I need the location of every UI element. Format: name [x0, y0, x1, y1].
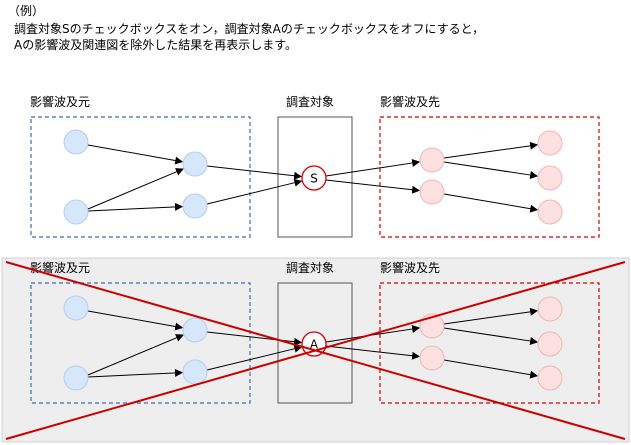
dest-end-node	[537, 365, 563, 391]
example-label: （例）	[8, 4, 45, 18]
edge-src2-mid1	[87, 334, 184, 376]
edge-dst1-end2	[443, 161, 539, 179]
dest-end-node	[537, 296, 563, 322]
source-section-label: 影響波及元	[30, 94, 90, 109]
source-mid-node	[182, 193, 208, 219]
edge-src2-mid2	[87, 202, 184, 212]
source-node	[63, 129, 89, 155]
edge-dst1-end1	[443, 307, 539, 325]
source-node	[63, 199, 89, 225]
edge-src2-mid1	[87, 168, 184, 210]
dest-end-node	[537, 199, 563, 225]
dest-node	[419, 313, 445, 339]
source-section-label: 影響波及元	[30, 260, 90, 275]
dest-section-label: 影響波及先	[380, 260, 440, 275]
dest-node	[419, 345, 445, 371]
dest-node	[419, 179, 445, 205]
diagram-2: 影響波及元 調査対象 影響波及先 A	[1, 257, 630, 443]
dest-end-node	[537, 130, 563, 156]
dest-end-node	[537, 331, 563, 357]
edge-dst2-end3	[443, 193, 539, 213]
edge-dst1-end2	[443, 327, 539, 345]
target-box	[277, 116, 353, 238]
edge-dst2-end3	[443, 359, 539, 379]
source-mid-node	[182, 317, 208, 343]
target-box	[277, 282, 353, 404]
edge-src2-mid2	[87, 368, 184, 378]
dest-box	[379, 116, 600, 238]
description-line-2: Aの影響波及関連図を除外した結果を再表示します。	[14, 38, 298, 52]
source-mid-node	[182, 151, 208, 177]
dest-end-node	[537, 165, 563, 191]
source-node	[63, 295, 89, 321]
cross-line-up	[5, 261, 626, 440]
target-node-label: S	[310, 172, 318, 186]
edge-target-dst2	[325, 179, 421, 194]
source-box	[30, 116, 251, 238]
edge-mid1-target	[206, 331, 303, 346]
source-box	[30, 282, 251, 404]
edge-mid2-target	[206, 344, 303, 371]
target-section-label: 調査対象	[286, 95, 334, 109]
edge-src1-mid1	[87, 310, 184, 331]
diagram-1: 影響波及元 調査対象 影響波及先 S	[30, 94, 600, 238]
description-line-1: 調査対象Sのチェックボックスをオン，調査対象Aのチェックボックスをオフにすると，	[14, 22, 485, 36]
dest-node	[419, 147, 445, 173]
source-mid-node	[182, 359, 208, 385]
source-node	[63, 365, 89, 391]
edge-dst1-end1	[443, 141, 539, 159]
target-section-label: 調査対象	[286, 261, 334, 275]
dest-box	[379, 282, 600, 404]
dest-section-label: 影響波及先	[380, 94, 440, 109]
target-node-label: A	[310, 338, 319, 352]
edge-mid2-target	[206, 178, 303, 205]
edge-src1-mid1	[87, 144, 184, 165]
edge-mid1-target	[206, 165, 303, 180]
edge-target-dst1	[325, 159, 421, 177]
edge-target-dst2	[325, 345, 421, 360]
target-node	[301, 165, 327, 191]
